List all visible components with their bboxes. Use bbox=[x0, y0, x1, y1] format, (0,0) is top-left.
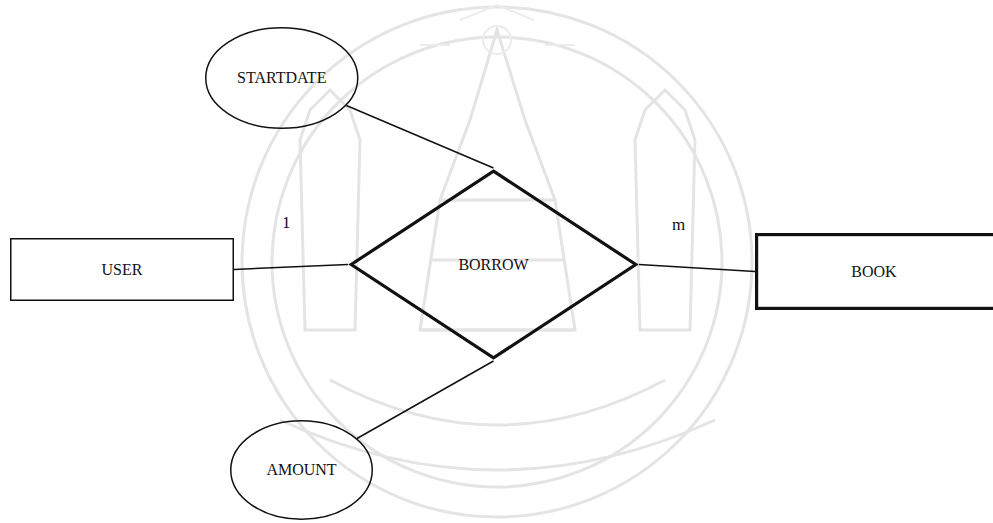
entity-box: BOOK bbox=[755, 233, 993, 310]
node-text: BORROW bbox=[458, 256, 528, 274]
attribute-ellipse: AMOUNT bbox=[230, 420, 373, 520]
entity-box-shape bbox=[757, 235, 993, 309]
node-text: STARTDATE bbox=[237, 69, 326, 87]
attribute-ellipse-shape bbox=[231, 421, 373, 520]
entity-box-shape bbox=[11, 239, 234, 301]
cardinality-label: 1 bbox=[280, 213, 293, 233]
entity-box: USER bbox=[10, 238, 234, 301]
relationship-line bbox=[639, 265, 755, 272]
relationship-diamond-shape bbox=[351, 171, 636, 358]
relationship-diamond: BORROW bbox=[348, 168, 639, 361]
attribute-ellipse-shape bbox=[206, 28, 358, 128]
cardinality-label: m bbox=[670, 215, 687, 235]
node-text: USER bbox=[102, 261, 143, 279]
node-text: BOOK bbox=[851, 263, 896, 281]
node-text: AMOUNT bbox=[266, 461, 336, 479]
relationship-line bbox=[234, 265, 348, 270]
relationship-line bbox=[346, 105, 493, 168]
relationship-line bbox=[357, 361, 493, 438]
attribute-ellipse: STARTDATE bbox=[205, 27, 359, 129]
